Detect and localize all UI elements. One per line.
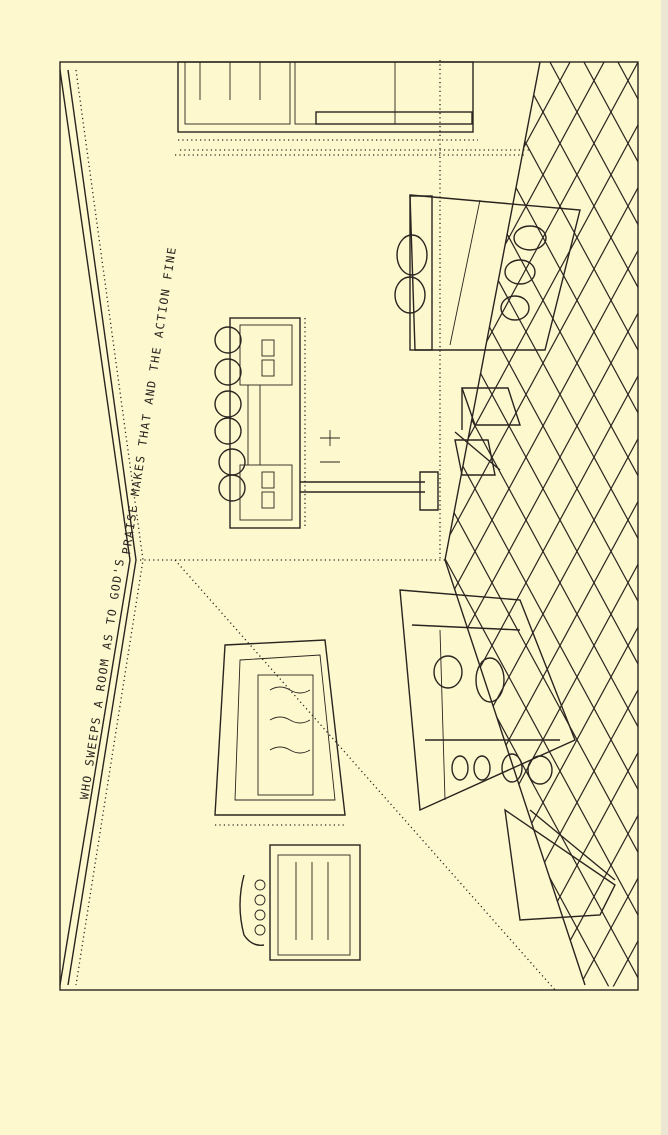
motto-part-1: WHO SWEEPS A ROOM AS TO GOD'S [77, 557, 127, 801]
floor-tile-line [0, 40, 72, 1000]
plate-rack-shelf [214, 317, 306, 529]
floor-tile-line [445, 62, 638, 988]
kitchen-cupboard [399, 589, 576, 812]
floor-tile-line [445, 62, 617, 988]
floor-tile-line [445, 62, 638, 988]
floor-tile-line [445, 62, 638, 988]
floor-tile-line [445, 62, 583, 988]
spoon-rack [239, 844, 361, 961]
floor-tile-line [445, 62, 638, 988]
floor-tile-line [469, 62, 638, 988]
floor-tile-line [445, 62, 638, 988]
floor-tile-line [0, 40, 242, 1000]
tiled-floor [0, 40, 638, 1000]
floor-tile-line [0, 40, 140, 1000]
floor-tile-line [0, 40, 208, 1000]
floor-tile-line [605, 62, 638, 988]
floor-tile-line [0, 40, 106, 1000]
floor-tile-line [503, 62, 638, 988]
floor-tile-line [0, 40, 38, 1000]
floor-tile-line [445, 62, 638, 988]
floor-tile-line [0, 40, 242, 1000]
floor-tile-line [445, 62, 638, 988]
floor-tile-line [445, 62, 638, 988]
floor-tile-line [445, 62, 638, 988]
broom [300, 430, 439, 511]
stove [394, 194, 581, 351]
floor-tile-line [445, 62, 638, 988]
wall-motto: WHO SWEEPS A ROOM AS TO GOD'S PRAISE MAK… [77, 245, 179, 800]
floor-tile-line [0, 40, 140, 1000]
floor-tile-line [537, 62, 638, 988]
floor-tile-line [469, 62, 638, 988]
floor-tile-line [537, 62, 638, 988]
floor-tile-line [0, 40, 208, 1000]
small-table [454, 387, 521, 476]
floor-tile-line [503, 62, 638, 988]
floor-tile-line [0, 40, 72, 1000]
floor-tile-line [0, 40, 4, 1000]
page-edge [661, 0, 668, 1135]
floor-tile-line [0, 40, 174, 1000]
floor-tile-line [445, 62, 638, 988]
floor-tile-line [445, 62, 638, 988]
floor-tile-line [605, 62, 638, 988]
floor-tile-line [445, 62, 447, 988]
wooden-box [504, 808, 616, 921]
floor-tile-line [445, 62, 638, 988]
floor-tile-line [0, 40, 106, 1000]
floor-tile-line [445, 62, 583, 988]
doorway [177, 61, 478, 141]
motto-part-2: PRAISE MAKES THAT AND THE ACTION FINE [119, 245, 179, 555]
floor-tile-line [445, 62, 638, 988]
wall-picture [214, 639, 346, 826]
floor-tile-line [445, 62, 638, 988]
floor-tile-line [0, 40, 378, 1000]
floor-tile-line [0, 40, 4, 1000]
floor-tile-line [445, 62, 638, 988]
floor-tile-line [445, 62, 638, 988]
floor-tile-line [0, 40, 38, 1000]
ceiling-molding [59, 69, 144, 986]
wall-base-line [140, 60, 586, 991]
floor-tile-line [0, 40, 174, 1000]
floor-tile-line [445, 62, 447, 988]
floor-tile-line [0, 40, 378, 1000]
